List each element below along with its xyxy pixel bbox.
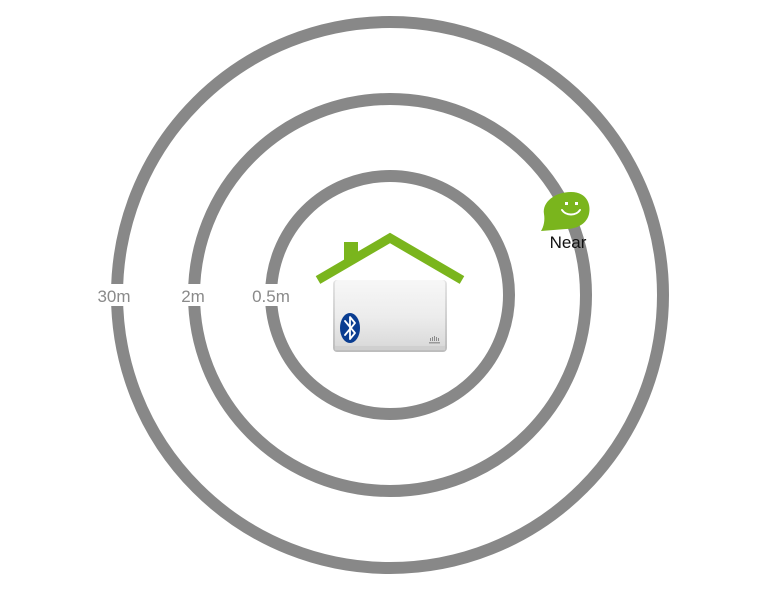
ring-label-group-inner: 0.5m [246,284,296,306]
bluetooth-icon [340,313,360,343]
brand-logo-icon [429,336,440,344]
ring-label-outer: 30m [97,287,130,306]
beacon-proximity-label: Near [550,233,587,252]
smiley-chat-bubble-icon [541,192,590,231]
ring-label-group-middle: 2m [175,284,211,306]
ring-label-middle: 2m [181,287,205,306]
access-point-icon [333,280,447,352]
ring-label-inner: 0.5m [252,287,290,306]
ring-label-group-outer: 30m [92,284,136,306]
house-icon [315,232,465,284]
